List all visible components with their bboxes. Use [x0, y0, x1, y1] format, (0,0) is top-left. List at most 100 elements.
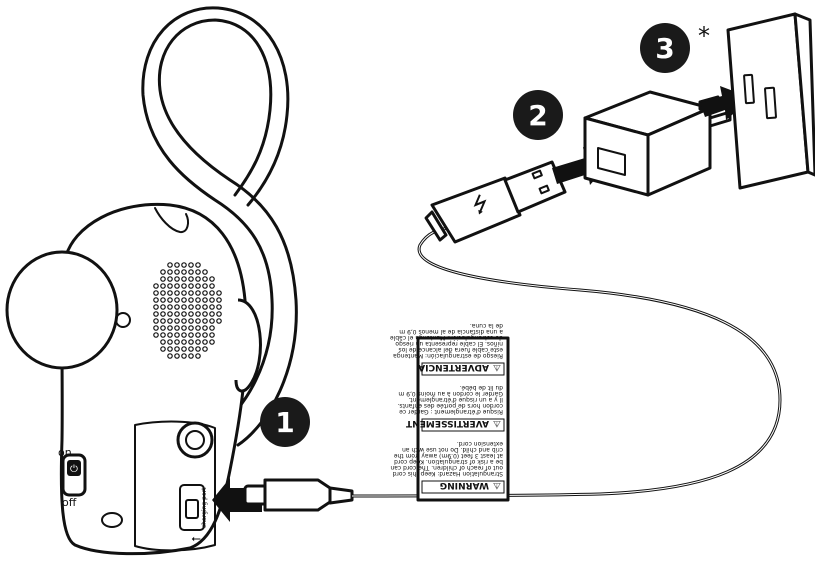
speaker-hole — [195, 276, 201, 282]
speaker-hole — [181, 276, 187, 282]
speaker-hole — [167, 339, 173, 345]
outlet-slot-left — [743, 73, 755, 105]
usb-a-hole-1 — [531, 169, 543, 180]
warning-line: Il y a un risque d'étranglement. — [408, 396, 503, 403]
micro-usb-body — [263, 478, 332, 512]
speaker-hole — [202, 325, 208, 331]
speaker-hole — [202, 290, 208, 296]
speaker-hole — [202, 304, 208, 310]
speaker-hole — [174, 346, 180, 352]
speaker-hole — [174, 311, 180, 317]
warning-heading: ADVERTENCIA — [418, 362, 489, 372]
speaker-hole — [167, 332, 173, 338]
usb-a-plug: ⭍ — [424, 160, 567, 244]
speaker-hole — [167, 269, 173, 275]
speaker-hole — [216, 318, 222, 324]
speaker-hole — [209, 304, 215, 310]
speaker-hole — [188, 311, 194, 317]
speaker-hole — [160, 311, 166, 317]
warning-line: niños. El cable representa un riesgo — [395, 340, 503, 347]
charging-port[interactable] — [179, 484, 205, 531]
speaker-hole — [160, 325, 166, 331]
speaker-hole — [153, 311, 159, 317]
warning-line: extension cord. — [457, 440, 503, 447]
speaker-hole — [160, 283, 166, 289]
warning-line: Strangulation Hazard: Keep this cord — [393, 470, 503, 477]
speaker-hole — [195, 297, 201, 303]
charging-port-recess — [179, 484, 205, 531]
speaker-hole — [188, 304, 194, 310]
step-badge-3-circle — [640, 23, 690, 73]
speaker-hole — [181, 353, 187, 359]
warning-line: crib and child. Do not use with an — [402, 446, 503, 453]
speaker-grille — [153, 262, 222, 359]
power-switch[interactable]: ⏻ — [61, 453, 87, 497]
step-badge-3: 3 * — [640, 22, 710, 73]
speaker-hole — [188, 332, 194, 338]
speaker-hole — [202, 269, 208, 275]
speaker-hole — [174, 318, 180, 324]
speaker-hole — [160, 269, 166, 275]
speaker-hole — [181, 304, 187, 310]
speaker-hole — [167, 318, 173, 324]
speaker-hole — [181, 283, 187, 289]
adapter-prong-1 — [708, 110, 732, 128]
adapter-usb-slot — [597, 147, 626, 176]
speaker-hole — [188, 318, 194, 324]
speaker-hole — [188, 339, 194, 345]
camera-side-dome — [5, 250, 119, 370]
speaker-hole — [153, 318, 159, 324]
speaker-hole — [209, 311, 215, 317]
step-badge-1: 1 — [260, 397, 310, 447]
warning-heading-box — [421, 418, 505, 432]
speaker-hole — [202, 283, 208, 289]
camera-sensor-dot — [115, 312, 131, 328]
adapter-side-face — [646, 106, 712, 197]
speaker-hole — [160, 339, 166, 345]
warning-line: Riesgo de estrangulación: Mantenga — [393, 352, 503, 359]
speaker-hole — [202, 332, 208, 338]
speaker-hole — [202, 311, 208, 317]
warning-triangle-icon: ⚠ — [493, 418, 501, 428]
warning-line: du lit de bébé. — [459, 384, 503, 391]
speaker-hole — [195, 262, 201, 268]
step-badge-1-number: 1 — [275, 406, 294, 439]
speaker-hole — [167, 290, 173, 296]
speaker-hole — [181, 318, 187, 324]
speaker-hole — [202, 297, 208, 303]
warning-heading: AVERTISSEMENT — [405, 418, 489, 428]
camera-right-cap — [234, 298, 262, 393]
step-badge-2-circle — [513, 90, 563, 140]
speaker-hole — [181, 262, 187, 268]
speaker-hole — [216, 311, 222, 317]
speaker-hole — [202, 339, 208, 345]
speaker-hole — [174, 283, 180, 289]
speaker-hole — [188, 276, 194, 282]
usb-a-strain-relief — [424, 210, 448, 242]
warning-heading-box — [421, 480, 505, 494]
speaker-hole — [209, 290, 215, 296]
speaker-hole — [195, 346, 201, 352]
charging-port-slot — [185, 499, 199, 519]
micro-usb-plug — [243, 478, 354, 512]
speaker-hole — [209, 318, 215, 324]
warning-line: out of reach of children. The cord can — [390, 464, 503, 471]
outlet-slot-right — [764, 86, 777, 120]
speaker-hole — [209, 283, 215, 289]
speaker-hole — [181, 290, 187, 296]
speaker-hole — [195, 339, 201, 345]
speaker-hole — [188, 325, 194, 331]
speaker-hole — [188, 353, 194, 359]
warning-line: cordon hors de portée des enfants. — [397, 402, 503, 409]
speaker-hole — [160, 276, 166, 282]
switch-on-label: on — [58, 446, 72, 459]
speaker-hole — [160, 297, 166, 303]
speaker-hole — [167, 304, 173, 310]
speaker-hole — [160, 304, 166, 310]
warning-line: be a risk of strangulation. Keep cord — [394, 458, 503, 465]
speaker-hole — [167, 297, 173, 303]
speaker-hole — [202, 276, 208, 282]
warning-line: de la cuna. — [470, 322, 503, 329]
speaker-hole — [188, 262, 194, 268]
speaker-hole — [181, 332, 187, 338]
